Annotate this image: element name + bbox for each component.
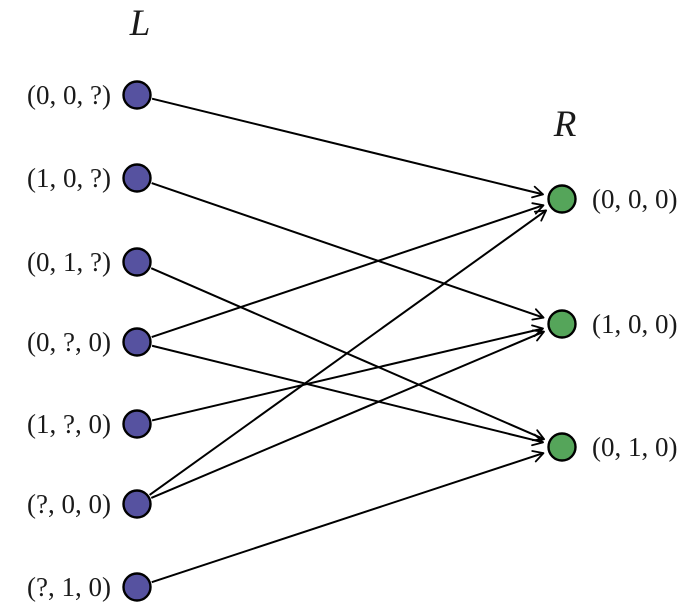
node-label-L2: (1, 0, ?)	[27, 163, 111, 193]
right-node-R3	[547, 432, 577, 462]
edge-L2-R2	[151, 182, 545, 321]
node-label-L5: (1, ?, 0)	[27, 409, 111, 439]
edge-L1-R1	[151, 97, 544, 199]
edge-L6-R1	[149, 209, 548, 496]
right-node-R2	[547, 309, 577, 339]
node-label-L7: (?, 1, 0)	[27, 572, 111, 602]
edge-L5-R2	[151, 324, 544, 422]
node-label-L3: (0, 1, ?)	[27, 247, 111, 277]
left-node-L4	[122, 327, 152, 357]
group-title-right: R	[553, 104, 577, 145]
left-node-L1	[122, 80, 152, 110]
node-label-L1: (0, 0, ?)	[27, 80, 111, 110]
node-label-R1: (0, 0, 0)	[592, 184, 677, 214]
left-node-L5	[122, 409, 152, 439]
left-node-L6	[122, 489, 152, 519]
edge-L7-R3	[151, 450, 545, 584]
group-title-left: L	[129, 3, 151, 44]
left-node-L3	[122, 247, 152, 277]
left-node-L7	[122, 572, 152, 602]
node-label-R3: (0, 1, 0)	[592, 432, 677, 462]
left-node-L2	[122, 163, 152, 193]
node-label-L4: (0, ?, 0)	[27, 327, 111, 357]
node-label-L6: (?, 0, 0)	[27, 489, 111, 519]
edge-L6-R2	[150, 329, 545, 499]
node-label-R2: (1, 0, 0)	[592, 309, 677, 339]
edge-L4-R1	[151, 202, 545, 339]
edge-L4-R3	[151, 344, 544, 447]
right-node-R1	[547, 184, 577, 214]
